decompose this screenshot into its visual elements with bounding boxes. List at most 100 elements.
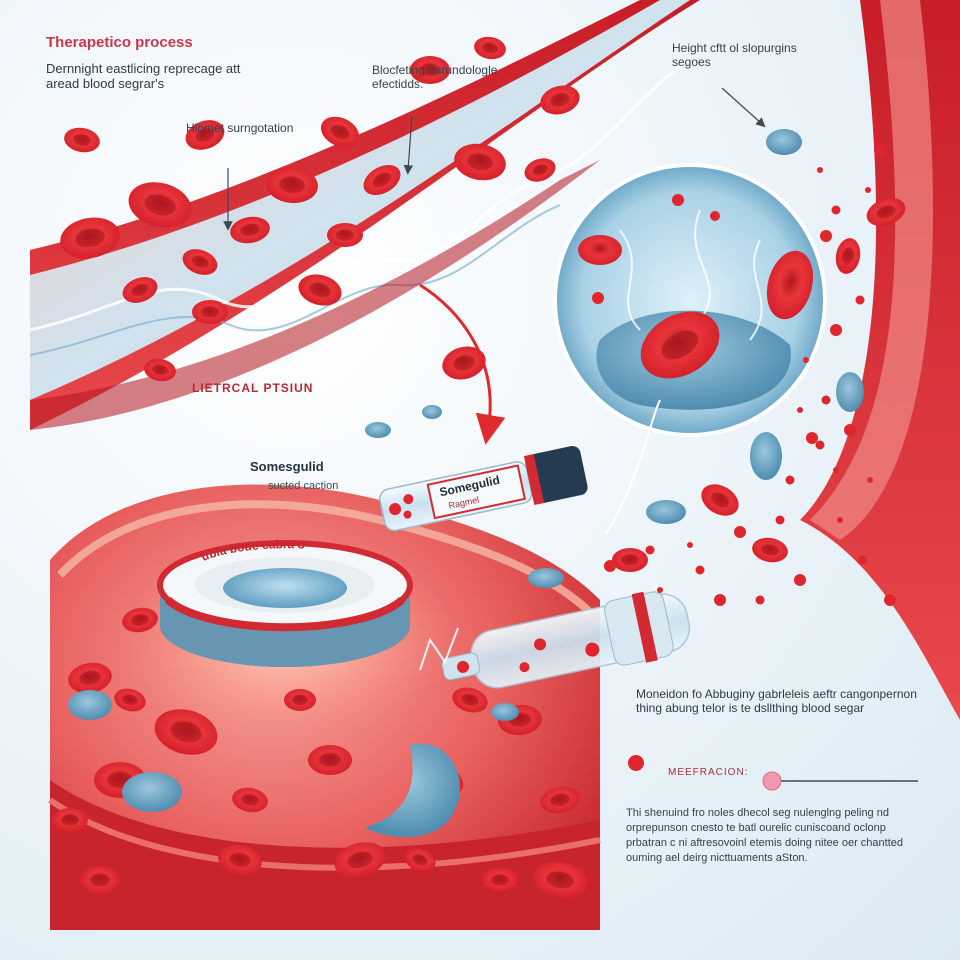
red-blood-cell	[835, 238, 861, 274]
blue-cell	[491, 703, 519, 721]
drug-vial	[379, 445, 588, 532]
red-blood-cell	[122, 607, 158, 633]
red-blood-cell	[482, 868, 518, 892]
red-blood-cell	[752, 537, 788, 563]
red-blood-cell	[80, 866, 120, 894]
red-blood-cell	[454, 143, 506, 181]
red-particle	[775, 515, 785, 525]
red-particle	[837, 517, 843, 523]
red-blood-cell	[442, 346, 486, 380]
red-blood-cell	[334, 842, 386, 878]
red-particle	[794, 574, 806, 586]
red-particle	[857, 555, 867, 565]
red-particle	[755, 595, 765, 605]
drug-subtitle: sucted caction	[268, 480, 339, 492]
callout-c-pointer	[721, 87, 766, 128]
callout-left: Hlomet surngotation	[186, 121, 294, 135]
red-blood-cell	[144, 358, 176, 382]
red-blood-cell	[154, 709, 218, 755]
legend-label: MEEFRACION:	[668, 767, 749, 778]
legend-red-dot	[628, 755, 644, 771]
blue-cell	[365, 422, 391, 438]
zoom-inset	[553, 163, 827, 437]
diagram-title: Therapetico process	[46, 34, 193, 51]
red-blood-cell	[404, 848, 436, 872]
red-blood-cell	[64, 127, 100, 153]
red-particle	[797, 407, 803, 413]
red-particle	[734, 526, 746, 538]
blue-cell	[68, 690, 112, 720]
red-particle	[817, 167, 823, 173]
blue-cell-large	[365, 743, 460, 837]
callout-right: Height cftt ol slopurgins segoes	[672, 41, 797, 69]
red-blood-cell	[266, 166, 318, 204]
red-blood-cell	[308, 745, 352, 775]
drug-name: Somesgulid	[250, 459, 324, 474]
red-arrow	[419, 283, 506, 445]
description-text: Thi shenuind fro noles dhecol seg nuleng…	[626, 807, 903, 864]
red-blood-cell	[185, 120, 225, 150]
red-blood-cell	[327, 223, 363, 247]
red-particle	[687, 542, 693, 548]
intro-text: Dernnight eastlicing reprecage att aread…	[46, 61, 241, 91]
red-particles	[604, 144, 896, 606]
blue-cell	[528, 568, 564, 588]
red-particle	[844, 424, 856, 436]
callout-middle: Blocfeting durundologle efectidds.	[372, 63, 498, 91]
red-particle	[820, 230, 832, 242]
red-blood-cell	[363, 164, 401, 196]
red-particle	[855, 295, 865, 305]
red-blood-cell	[320, 116, 360, 148]
red-blood-cell	[532, 861, 588, 899]
red-blood-cell	[410, 56, 450, 84]
red-blood-cell	[452, 687, 488, 713]
red-blood-cell	[52, 808, 88, 832]
red-particle	[803, 357, 809, 363]
red-blood-cell	[232, 787, 268, 813]
blue-cell	[750, 432, 782, 480]
red-particle	[806, 432, 818, 444]
red-blood-cell	[230, 216, 270, 244]
red-blood-cell	[540, 786, 580, 814]
red-particle	[865, 187, 871, 193]
red-blood-cell	[474, 36, 506, 60]
red-blood-cell	[182, 249, 218, 275]
upper-vessel	[29, 0, 700, 430]
red-blood-cell	[701, 484, 739, 516]
red-blood-cell	[60, 217, 120, 259]
blue-cell	[836, 372, 864, 412]
blue-cell	[766, 129, 802, 155]
blue-cell	[646, 500, 686, 524]
dish-device	[157, 540, 413, 667]
red-particle	[843, 263, 849, 269]
red-particle	[714, 594, 726, 606]
right-vessel	[800, 0, 960, 720]
red-particle	[830, 324, 842, 336]
callout-b-pointer	[403, 115, 414, 175]
connector-line	[604, 399, 661, 536]
red-blood-cell	[128, 182, 192, 228]
red-particle	[874, 144, 886, 156]
red-blood-cell	[122, 277, 158, 303]
red-particle	[645, 545, 655, 555]
red-blood-cell	[298, 274, 342, 306]
blue-cell	[122, 772, 182, 812]
red-blood-cell	[114, 688, 146, 712]
region-label: LIETRCAL PTSIUN	[192, 381, 314, 395]
red-particle	[604, 560, 616, 572]
red-blood-cell	[612, 548, 648, 572]
red-blood-cell	[68, 662, 112, 694]
red-blood-cell	[284, 689, 316, 711]
red-blood-cell	[866, 197, 906, 227]
red-particle	[831, 205, 841, 215]
red-particle	[695, 565, 705, 575]
red-blood-cell	[524, 158, 556, 182]
legend-marker	[762, 771, 782, 791]
injector-tube	[419, 591, 691, 689]
red-particle	[785, 475, 795, 485]
mechanism-text: Moneidon fo Abbuginy gabrleleis aeftr ca…	[636, 687, 917, 715]
red-particle	[884, 594, 896, 606]
red-particle	[815, 440, 825, 450]
red-particle	[657, 587, 663, 593]
